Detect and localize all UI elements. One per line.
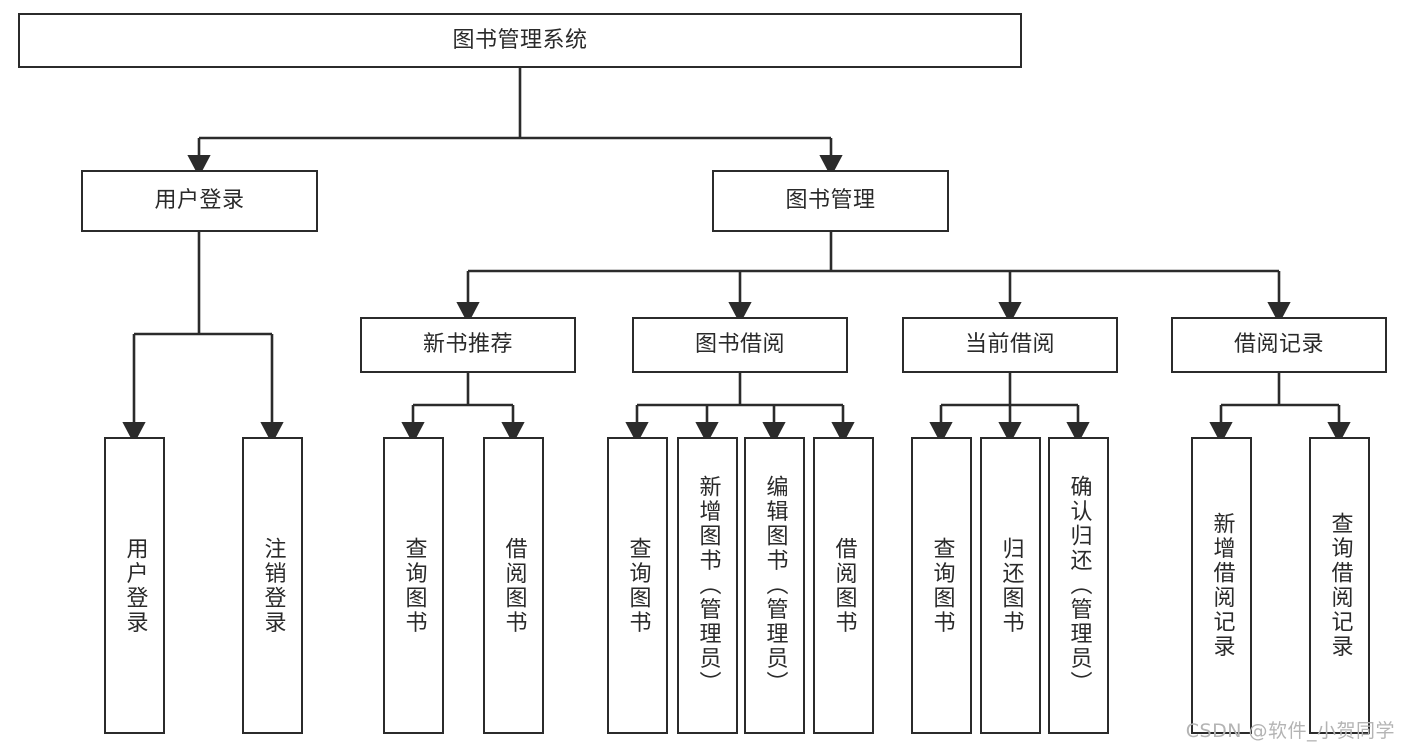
node-borrow-record-label: 借阅记录: [1233, 332, 1324, 358]
node-leaf-borrow-book-1[interactable]: 借阅图书: [483, 437, 544, 734]
node-root-label: 图书管理系统: [452, 27, 588, 53]
node-leaf-return-book[interactable]: 归还图书: [980, 437, 1041, 734]
node-book-borrow[interactable]: 图书借阅: [632, 317, 848, 373]
node-leaf-return-book-label: 归还图书: [998, 536, 1024, 635]
node-book-management[interactable]: 图书管理: [712, 170, 949, 232]
csdn-watermark: CSDN @软件_小贺同学: [1185, 720, 1395, 742]
node-leaf-logout-login-label: 注销登录: [260, 536, 286, 635]
node-leaf-add-book-label: 新增图书（管理员）: [695, 475, 721, 696]
node-leaf-edit-book[interactable]: 编辑图书（管理员）: [744, 437, 805, 734]
node-leaf-query-record[interactable]: 查询借阅记录: [1309, 437, 1370, 734]
node-leaf-user-login-label: 用户登录: [122, 536, 148, 635]
node-leaf-edit-book-label: 编辑图书（管理员）: [762, 475, 788, 696]
node-leaf-query-book-3-label: 查询图书: [929, 536, 955, 635]
node-leaf-borrow-book-1-label: 借阅图书: [501, 536, 527, 635]
node-leaf-add-record[interactable]: 新增借阅记录: [1191, 437, 1252, 734]
node-user-login[interactable]: 用户登录: [81, 170, 318, 232]
node-leaf-add-book[interactable]: 新增图书（管理员）: [677, 437, 738, 734]
node-leaf-confirm-return-label: 确认归还（管理员）: [1066, 475, 1092, 696]
node-leaf-query-book-2-label: 查询图书: [625, 536, 651, 635]
node-leaf-borrow-book-2-label: 借阅图书: [831, 536, 857, 635]
node-leaf-query-book-2[interactable]: 查询图书: [607, 437, 668, 734]
node-leaf-logout-login[interactable]: 注销登录: [242, 437, 303, 734]
node-book-borrow-label: 图书借阅: [694, 332, 785, 358]
node-book-management-label: 图书管理: [785, 188, 876, 214]
node-leaf-query-book-1-label: 查询图书: [401, 536, 427, 635]
node-borrow-record[interactable]: 借阅记录: [1171, 317, 1387, 373]
node-leaf-query-book-3[interactable]: 查询图书: [911, 437, 972, 734]
node-new-book-recommend[interactable]: 新书推荐: [360, 317, 576, 373]
node-leaf-confirm-return[interactable]: 确认归还（管理员）: [1048, 437, 1109, 734]
node-leaf-user-login[interactable]: 用户登录: [104, 437, 165, 734]
node-new-book-recommend-label: 新书推荐: [422, 332, 513, 358]
node-user-login-label: 用户登录: [154, 188, 245, 214]
node-leaf-add-record-label: 新增借阅记录: [1209, 512, 1235, 659]
node-leaf-query-record-label: 查询借阅记录: [1327, 512, 1353, 659]
node-leaf-query-book-1[interactable]: 查询图书: [383, 437, 444, 734]
node-current-borrow-label: 当前借阅: [964, 332, 1055, 358]
node-current-borrow[interactable]: 当前借阅: [902, 317, 1118, 373]
node-root-book-management-system[interactable]: 图书管理系统: [18, 13, 1022, 68]
node-leaf-borrow-book-2[interactable]: 借阅图书: [813, 437, 874, 734]
